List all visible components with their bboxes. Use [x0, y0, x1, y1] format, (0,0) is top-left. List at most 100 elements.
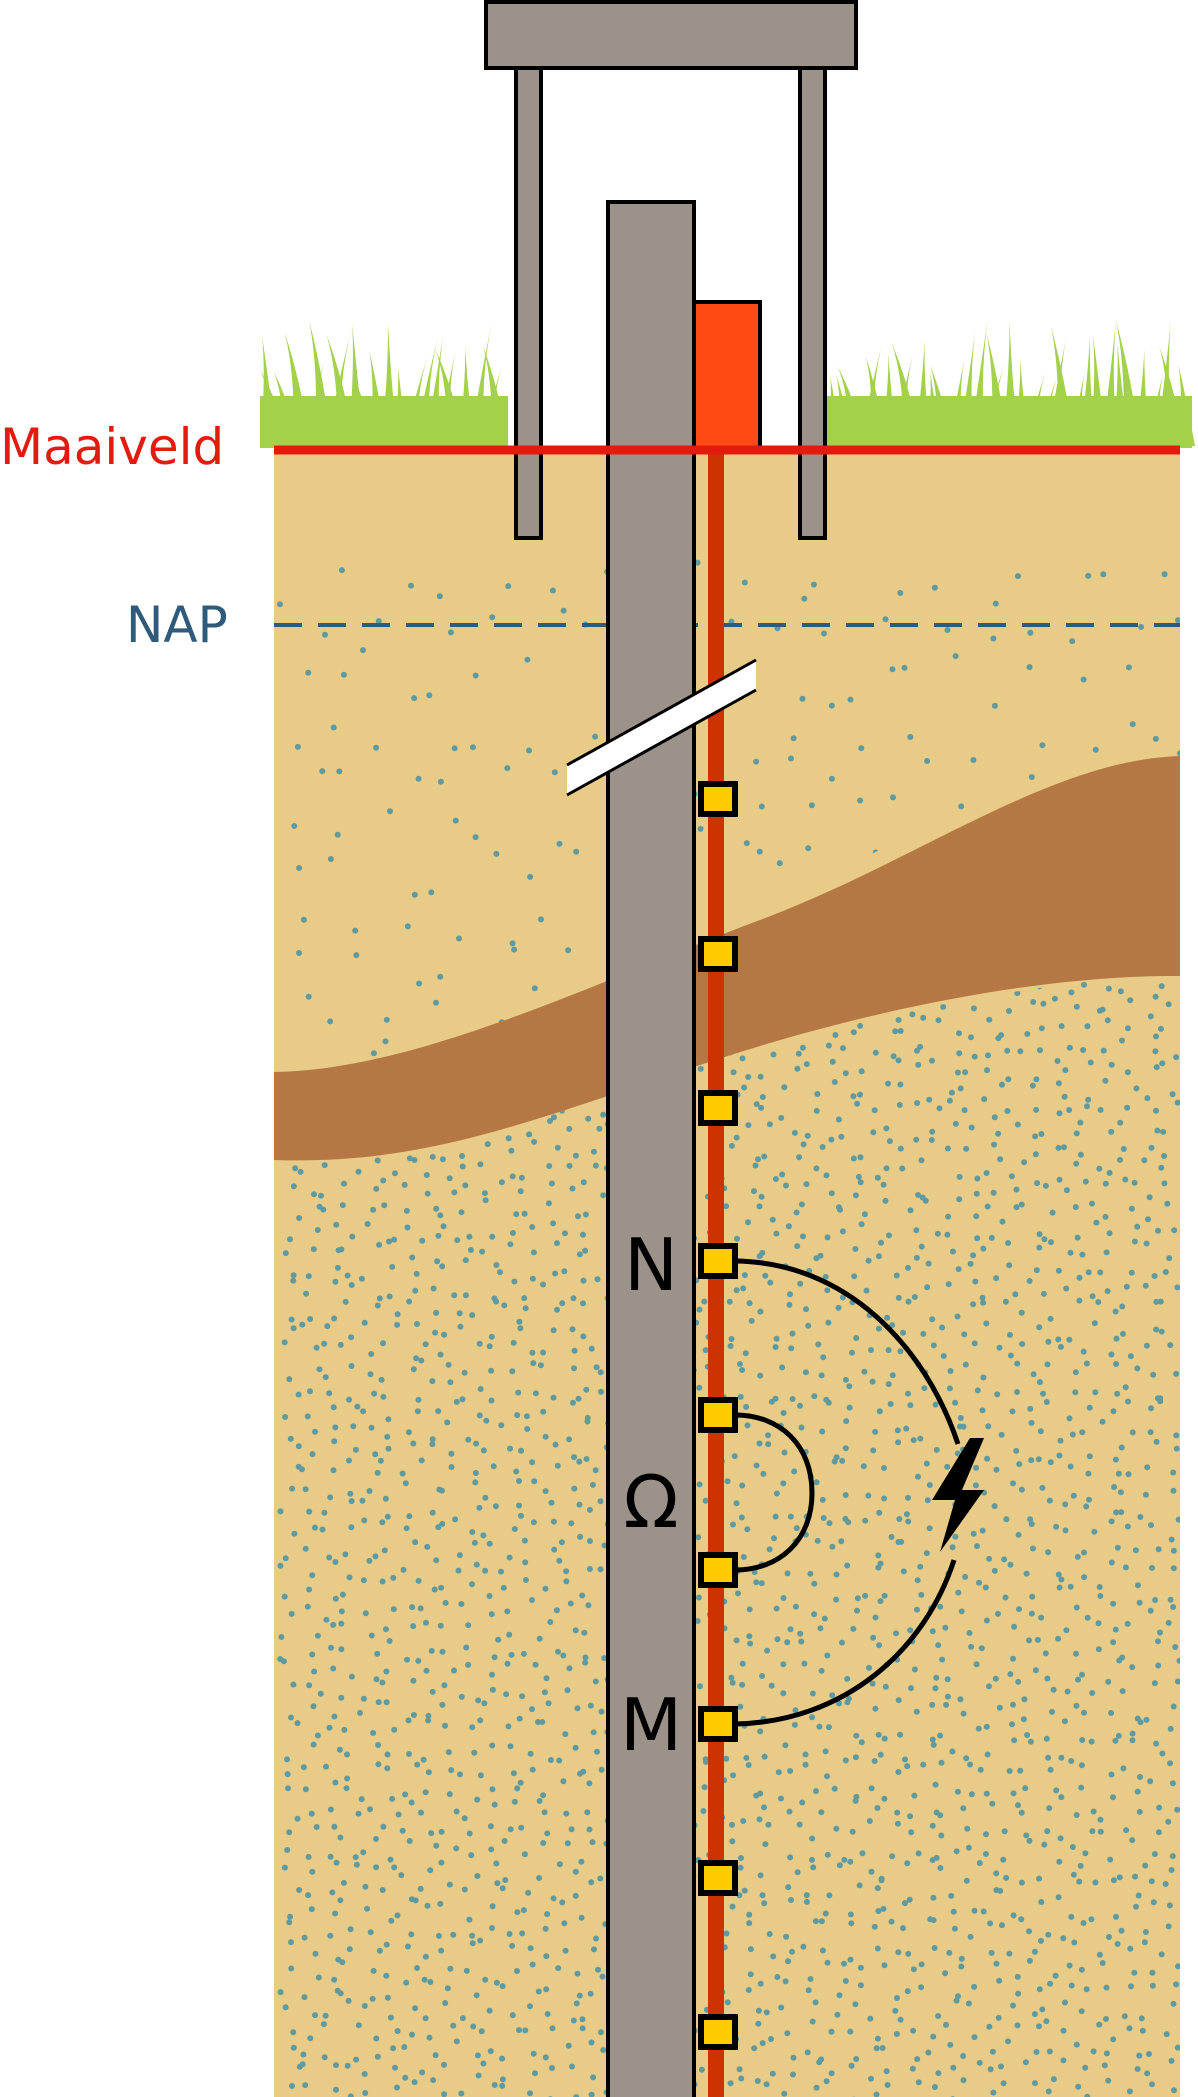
- sand-dot: [331, 1976, 338, 1983]
- sand-dot: [461, 1886, 468, 1893]
- sand-dot: [489, 1233, 496, 1240]
- sand-dot: [571, 1485, 578, 1492]
- sand-dot: [438, 1859, 445, 1866]
- sand-dot: [505, 1135, 512, 1142]
- sand-dot: [1053, 1523, 1060, 1530]
- sand-dot: [1108, 1518, 1115, 1525]
- sand-dot: [536, 1798, 543, 1804]
- sand-dot: [412, 1539, 419, 1546]
- sand-dot: [1108, 1128, 1115, 1135]
- sand-dot: [1086, 1453, 1093, 1460]
- sand-dot: [320, 1206, 327, 1213]
- sand-dot: [991, 1141, 998, 1148]
- sand-dot: [554, 1144, 561, 1151]
- sand-dot: [966, 1630, 973, 1636]
- sand-dot: [1158, 1951, 1165, 1958]
- sand-dot: [913, 1227, 920, 1234]
- sand-dot: [774, 1974, 781, 1980]
- sand-dot: [1141, 1157, 1148, 1164]
- sand-dot: [756, 1440, 763, 1447]
- sand-dot: [552, 1441, 559, 1448]
- sand-dot: [1175, 1516, 1180, 1523]
- sand-dot: [909, 1011, 916, 1018]
- sand-dot: [839, 1457, 846, 1464]
- sand-dot: [355, 1810, 362, 1817]
- sand-dot: [499, 1885, 506, 1892]
- sand-dot: [1105, 1678, 1112, 1685]
- sand-dot: [858, 1068, 865, 1075]
- sand-dot: [908, 1685, 914, 1692]
- sand-dot: [1061, 1718, 1068, 1725]
- sand-dot: [842, 1978, 849, 1984]
- sand-dot: [596, 1125, 603, 1132]
- sand-dot: [1142, 1862, 1149, 1869]
- sand-dot: [579, 1592, 586, 1599]
- sand-dot: [986, 1555, 993, 1562]
- sand-dot: [900, 1329, 906, 1336]
- sand-dot: [847, 1911, 854, 1918]
- sand-dot: [591, 1946, 597, 1953]
- sand-dot: [897, 1348, 904, 1355]
- sand-dot: [427, 1867, 434, 1874]
- sand-dot: [911, 1666, 918, 1673]
- sand-dot: [878, 1877, 885, 1884]
- sand-dot: [476, 1504, 483, 1511]
- sand-dot: [416, 980, 423, 987]
- sand-dot: [917, 1043, 924, 1050]
- sand-dot: [878, 1239, 884, 1246]
- sand-dot: [568, 1826, 575, 1833]
- sand-dot: [944, 1463, 951, 1470]
- sand-dot: [453, 1845, 460, 1852]
- sand-dot: [287, 1913, 294, 1920]
- sand-dot: [844, 1675, 851, 1682]
- sand-dot: [757, 1308, 764, 1315]
- sand-dot: [821, 630, 827, 637]
- sand-dot: [375, 618, 382, 625]
- sand-dot: [882, 616, 889, 623]
- sand-dot: [1138, 624, 1145, 630]
- sand-dot: [974, 1235, 981, 1242]
- sand-dot: [1045, 2088, 1052, 2095]
- sand-dot: [518, 1824, 525, 1831]
- sand-dot: [1070, 1871, 1077, 1878]
- sand-dot: [458, 1601, 465, 1607]
- sand-dot: [745, 1987, 752, 1993]
- frame-top-plate: [484, 0, 858, 70]
- sand-dot: [905, 1264, 911, 1271]
- sand-dot: [522, 1577, 529, 1583]
- sand-dot: [797, 1630, 804, 1637]
- sand-dot: [745, 1219, 751, 1226]
- sand-dot: [532, 1661, 539, 1668]
- sand-dot: [348, 1282, 355, 1288]
- sand-dot: [411, 2079, 418, 2086]
- sand-dot: [1022, 1785, 1029, 1792]
- sand-dot: [1036, 1986, 1043, 1993]
- sand-dot: [933, 1674, 940, 1681]
- sand-dot: [583, 1456, 590, 1462]
- sand-dot: [290, 1183, 297, 1190]
- sand-dot: [547, 1118, 553, 1124]
- sand-dot: [1063, 1285, 1070, 1292]
- sand-dot: [1124, 1069, 1131, 1076]
- sand-dot: [423, 1172, 430, 1178]
- sand-dot: [837, 1206, 843, 1213]
- sand-dot: [838, 1538, 845, 1545]
- sand-dot: [507, 1826, 514, 1833]
- sand-dot: [527, 1750, 534, 1757]
- sand-dot: [893, 2031, 900, 2037]
- sand-dot: [572, 1868, 579, 1875]
- sand-dot: [358, 1796, 365, 1803]
- sand-dot: [1153, 1438, 1160, 1445]
- sand-dot: [1147, 1429, 1154, 1436]
- sand-dot: [904, 1763, 911, 1770]
- sand-dot: [1110, 1408, 1117, 1415]
- sand-dot: [1010, 1790, 1017, 1797]
- sand-dot: [510, 1339, 517, 1346]
- sand-dot: [420, 1756, 427, 1763]
- sand-dot: [1009, 1721, 1015, 1728]
- sand-dot: [1129, 1737, 1136, 1744]
- sand-dot: [845, 1519, 852, 1526]
- sand-dot: [740, 1818, 747, 1824]
- sand-dot: [453, 2038, 460, 2045]
- sand-dot: [773, 1335, 780, 1342]
